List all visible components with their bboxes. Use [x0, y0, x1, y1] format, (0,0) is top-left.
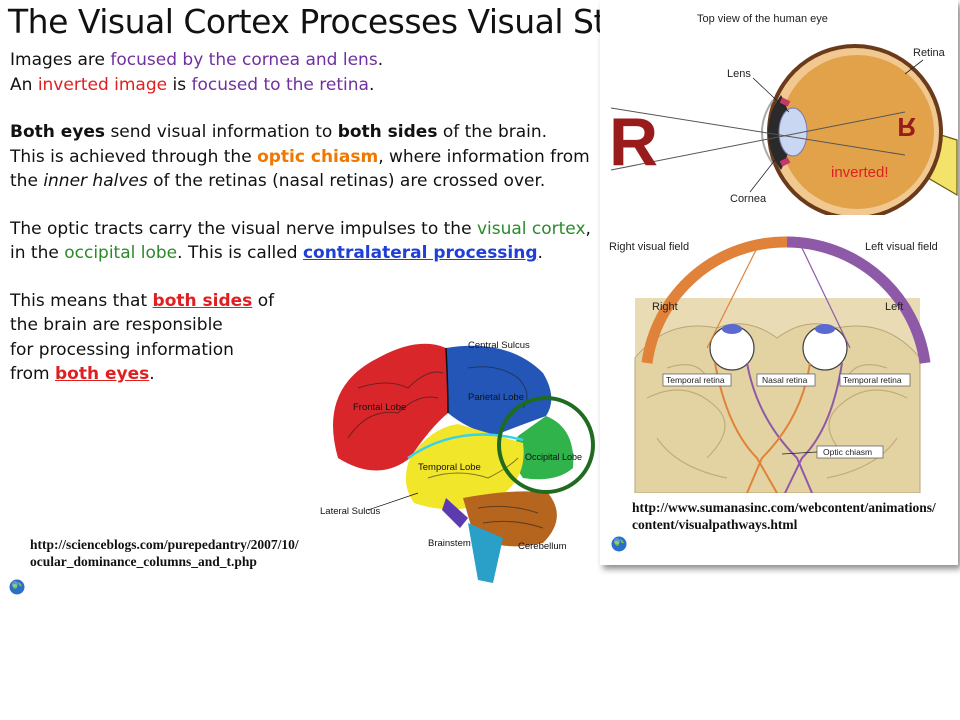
text: is: [167, 74, 192, 95]
highlight-text: optic chiasm: [257, 146, 379, 167]
url-line[interactable]: http://scienceblogs.com/purepedantry/200…: [30, 537, 299, 552]
bold-text: both sides: [337, 122, 438, 142]
paragraph-4: This means that both sides of the brain …: [10, 289, 610, 387]
highlight-text: both sides: [152, 290, 253, 311]
text: .: [368, 74, 375, 95]
paragraph-2: Both eyes send visual information to bot…: [10, 120, 610, 194]
text: .: [149, 364, 155, 384]
lens-label: Lens: [727, 68, 751, 80]
paragraph-3: The optic tracts carry the visual nerve …: [10, 217, 610, 266]
central-sulcus-label: Central Sulcus: [468, 340, 530, 351]
cerebellum-label: Cerebellum: [518, 541, 567, 552]
url-line[interactable]: http://www.sumanasinc.com/webcontent/ani…: [632, 500, 936, 515]
text: send visual information to: [105, 122, 338, 142]
occipital-lobe-label: Occipital Lobe: [525, 452, 582, 462]
highlight-text: both eyes: [54, 364, 150, 384]
contralateral-processing-link[interactable]: contralateral processing: [302, 243, 538, 263]
temporal-retina-right-label: Temporal retina: [843, 375, 902, 385]
text: An: [10, 74, 38, 95]
brain-source-url[interactable]: http://scienceblogs.com/purepedantry/200…: [30, 536, 299, 570]
letter-r-inverted: R: [897, 112, 916, 140]
pathway-source-url[interactable]: http://www.sumanasinc.com/webcontent/ani…: [632, 499, 936, 533]
right-label: Right: [652, 301, 678, 313]
highlight-text: inverted image: [37, 74, 168, 95]
nasal-retina-label: Nasal retina: [762, 375, 808, 385]
italic-text: inner halves: [43, 171, 148, 191]
brainstem-label: Brainstem: [428, 538, 471, 549]
highlight-text: focused by the cornea and lens: [110, 50, 378, 70]
right-eye-icon: [709, 324, 755, 371]
text: the: [10, 171, 44, 191]
text: of the brain.: [437, 122, 548, 142]
url-line[interactable]: ocular_dominance_columns_and_t.php: [30, 554, 257, 569]
cornea-label: Cornea: [730, 193, 767, 205]
letter-r: R: [609, 104, 658, 180]
text: This means that: [10, 290, 153, 311]
url-line[interactable]: content/visualpathways.html: [632, 517, 798, 532]
text: Images are: [10, 50, 111, 70]
visual-pathway-diagram: Right visual field Left visual field Rig…: [609, 236, 938, 493]
text: for processing information: [10, 339, 234, 360]
text: from: [10, 364, 55, 384]
text: the brain are responsible: [10, 315, 223, 335]
text: .: [537, 243, 543, 263]
inverted-label: inverted!: [831, 164, 889, 181]
text: . This is called: [177, 243, 303, 263]
frontal-lobe-label: Frontal Lobe: [353, 402, 406, 413]
optic-chiasm-label: Optic chiasm: [823, 447, 872, 457]
retina-label: Retina: [913, 47, 946, 59]
paragraph-1: Images are focused by the cornea and len…: [10, 48, 610, 97]
globe-icon[interactable]: [9, 579, 25, 595]
right-visual-field-label: Right visual field: [609, 241, 689, 253]
text: The optic tracts carry the visual nerve …: [10, 218, 477, 239]
text: .: [377, 50, 384, 70]
text: of the retinas (nasal retinas) are cross…: [147, 171, 546, 191]
brain-diagram: Central Sulcus Frontal Lobe Parietal Lob…: [320, 340, 595, 583]
temporal-retina-left-label: Temporal retina: [666, 375, 725, 385]
parietal-lobe-label: Parietal Lobe: [468, 392, 524, 403]
bold-text: Both eyes: [10, 122, 106, 142]
left-eye-icon: [802, 324, 848, 371]
body-text: Images are focused by the cornea and len…: [10, 48, 610, 410]
left-label: Left: [885, 301, 903, 313]
text: ,: [585, 218, 591, 239]
page-title: The Visual Cortex Processes Visual Stimu…: [8, 2, 684, 41]
text: of: [252, 290, 275, 311]
lateral-sulcus-label: Lateral Sulcus: [320, 506, 380, 517]
text: This is achieved through the: [10, 146, 258, 167]
temporal-lobe-label: Temporal Lobe: [418, 462, 481, 473]
left-visual-field-label: Left visual field: [865, 241, 938, 253]
eye-diagram: Top view of the human eye R R Retina Len…: [609, 13, 958, 215]
text: , where information from: [378, 146, 590, 167]
highlight-text: focused to the retina: [191, 74, 369, 95]
eye-heading: Top view of the human eye: [697, 13, 828, 25]
highlight-text: occipital lobe: [64, 243, 178, 263]
highlight-text: visual cortex: [476, 218, 586, 239]
text: in the: [10, 243, 65, 263]
globe-icon[interactable]: [611, 536, 627, 552]
